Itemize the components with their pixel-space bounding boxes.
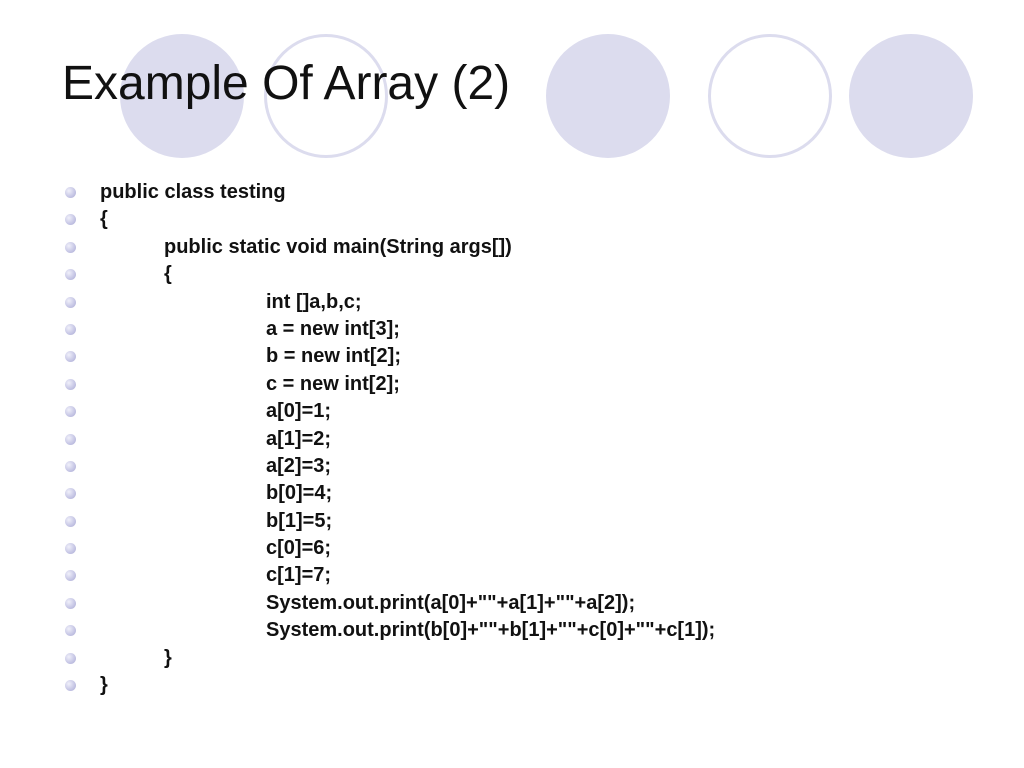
decorative-circle-filled — [120, 34, 244, 158]
code-line-text: c = new int[2]; — [266, 372, 400, 395]
code-line-text: { — [164, 263, 172, 286]
circle-bullet-icon — [65, 351, 76, 363]
code-line-text: a[2]=3; — [266, 454, 332, 477]
circle-bullet-icon — [65, 378, 76, 390]
circle-bullet-icon — [65, 269, 76, 281]
circle-bullet-icon — [65, 680, 76, 692]
code-line-text: c[1]=7; — [266, 564, 332, 587]
code-line-text: b[0]=4; — [266, 482, 333, 505]
decorative-circle-outline — [264, 34, 388, 158]
circle-bullet-icon — [65, 406, 76, 418]
code-line-text: a = new int[3]; — [266, 317, 400, 340]
code-line-text: { — [100, 208, 108, 231]
decorative-circle-filled — [849, 34, 973, 158]
code-line-text: } — [164, 646, 172, 669]
code-line-text: System.out.print(a[0]+""+a[1]+""+a[2]); — [266, 591, 636, 614]
code-line-text: b[1]=5; — [266, 509, 333, 532]
circle-bullet-icon — [65, 515, 76, 527]
circle-bullet-icon — [65, 187, 76, 198]
code-line-text: public static void main(String args[]) — [164, 235, 512, 258]
code-line-text: a[0]=1; — [266, 400, 332, 423]
code-line-text: int []a,b,c; — [266, 290, 362, 313]
slide-title: Example Of Array (2) — [62, 57, 511, 110]
circle-bullet-icon — [65, 433, 76, 445]
circle-bullet-icon — [65, 652, 76, 664]
circle-bullet-icon — [65, 460, 76, 472]
code-line-text: } — [100, 674, 108, 697]
circle-bullet-icon — [65, 625, 76, 637]
code-line-text: System.out.print(b[0]+""+b[1]+""+c[0]+""… — [266, 619, 716, 642]
code-line-text: a[1]=2; — [266, 427, 332, 450]
circle-bullet-icon — [65, 488, 76, 500]
decorative-circle-outline — [708, 34, 832, 158]
circle-bullet-icon — [65, 543, 76, 555]
circle-bullet-icon — [65, 597, 76, 609]
code-line-text: c[0]=6; — [266, 537, 332, 560]
circle-bullet-icon — [65, 214, 76, 226]
circle-bullet-icon — [65, 241, 76, 253]
code-line-text: b = new int[2]; — [266, 345, 401, 368]
code-line-text: public class testing — [100, 181, 286, 203]
circle-bullet-icon — [65, 323, 76, 335]
circle-bullet-icon — [65, 570, 76, 582]
decorative-circle-filled — [546, 34, 670, 158]
circle-bullet-icon — [65, 296, 76, 308]
